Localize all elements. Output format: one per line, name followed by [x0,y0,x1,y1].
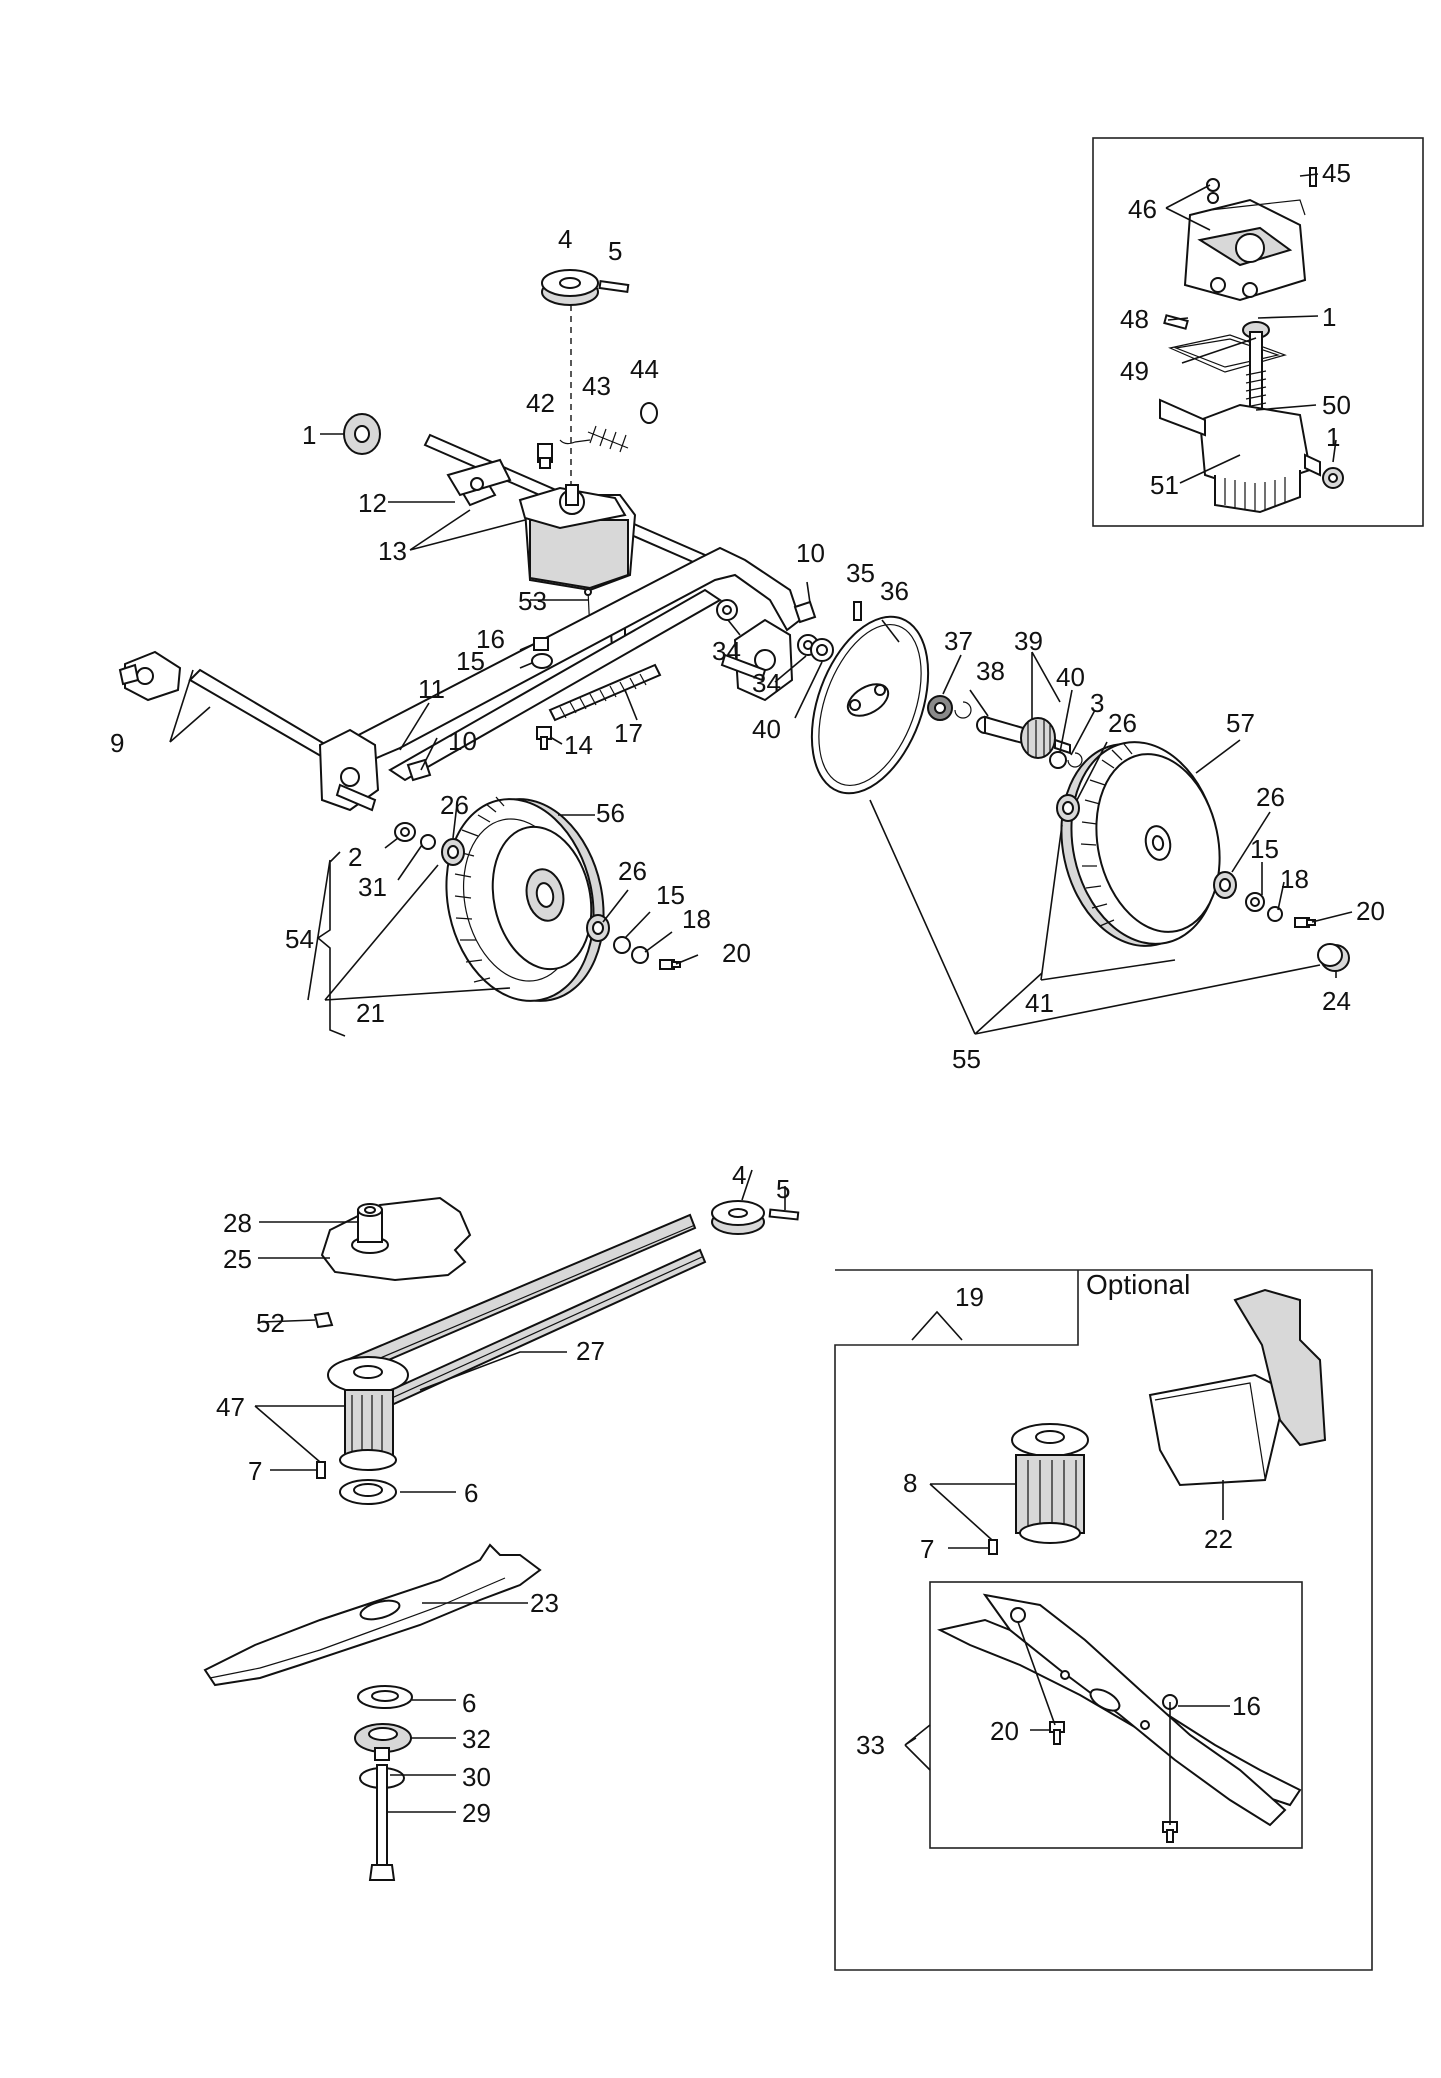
label-26-rear-left: 26 [440,790,469,820]
label-20-rear: 20 [722,938,751,968]
label-29: 29 [462,1798,491,1828]
label-45: 45 [1322,158,1351,188]
label-16-upper: 16 [476,624,505,654]
label-51: 51 [1150,470,1179,500]
label-10-lower: 10 [448,726,477,756]
label-1-inset-right: 1 [1326,422,1340,452]
optional-kit-box [834,1269,1373,1971]
label-33: 33 [856,1730,885,1760]
label-14: 14 [564,730,593,760]
label-35: 35 [846,558,875,588]
label-12: 12 [358,488,387,518]
label-7-optional: 7 [920,1534,934,1564]
label-40-b: 40 [1056,662,1085,692]
drive-assembly [118,269,1083,812]
label-3: 3 [1090,688,1104,718]
label-16-optional: 16 [1232,1691,1261,1721]
rear-wheel [445,796,605,1002]
label-18-rear: 18 [682,904,711,934]
label-9: 9 [110,728,124,758]
label-15-front: 15 [1250,834,1279,864]
label-1-left: 1 [302,420,316,450]
label-27: 27 [576,1336,605,1366]
label-5-top: 5 [608,236,622,266]
label-55: 55 [952,1044,981,1074]
label-50: 50 [1322,390,1351,420]
label-24: 24 [1322,986,1351,1016]
label-5-lower: 5 [776,1174,790,1204]
label-52: 52 [256,1308,285,1338]
optional-label: Optional [1086,1269,1190,1300]
label-26-rear-right: 26 [618,856,647,886]
label-34-b: 34 [752,668,781,698]
leader-lines [169,173,1353,1825]
label-43: 43 [582,371,611,401]
label-47: 47 [216,1392,245,1422]
label-53: 53 [518,586,547,616]
label-41: 41 [1025,988,1054,1018]
label-4-lower: 4 [732,1160,746,1190]
label-13: 13 [378,536,407,566]
label-6-lower: 6 [462,1688,476,1718]
label-42: 42 [526,388,555,418]
label-44: 44 [630,354,659,384]
label-21: 21 [356,998,385,1028]
part-labels: 45 46 48 1 49 50 1 51 4 5 42 43 44 1 12 … [110,158,1385,1828]
label-1-inset-top: 1 [1322,302,1336,332]
label-15-upper: 15 [456,646,485,676]
label-18-front: 18 [1280,864,1309,894]
label-49: 49 [1120,356,1149,386]
label-7-lower-left: 7 [248,1456,262,1486]
label-26-front-right: 26 [1256,782,1285,812]
label-23: 23 [530,1588,559,1618]
label-36: 36 [880,576,909,606]
label-10-upper: 10 [796,538,825,568]
label-34-a: 34 [712,636,741,666]
gearbox-detail-inset [1092,137,1424,527]
label-20-front: 20 [1356,896,1385,926]
label-19: 19 [955,1282,984,1312]
label-28: 28 [223,1208,252,1238]
label-32: 32 [462,1724,491,1754]
label-37: 37 [944,626,973,656]
label-48: 48 [1120,304,1149,334]
front-wheel [1060,741,1221,947]
label-15-rear: 15 [656,880,685,910]
label-56: 56 [596,798,625,828]
label-40-a: 40 [752,714,781,744]
label-2: 2 [348,842,362,872]
label-54: 54 [285,924,314,954]
label-39: 39 [1014,626,1043,656]
label-26-front-left: 26 [1108,708,1137,738]
label-30: 30 [462,1762,491,1792]
label-20-optional: 20 [990,1716,1019,1746]
label-17: 17 [614,718,643,748]
label-46: 46 [1128,194,1157,224]
label-6-upper: 6 [464,1478,478,1508]
label-22: 22 [1204,1524,1233,1554]
label-8: 8 [903,1468,917,1498]
label-57: 57 [1226,708,1255,738]
label-11: 11 [418,674,445,704]
label-25: 25 [223,1244,252,1274]
label-31: 31 [358,872,387,902]
label-4-top: 4 [558,224,572,254]
label-38: 38 [976,656,1005,686]
blade-drive-assembly [203,1196,800,1881]
